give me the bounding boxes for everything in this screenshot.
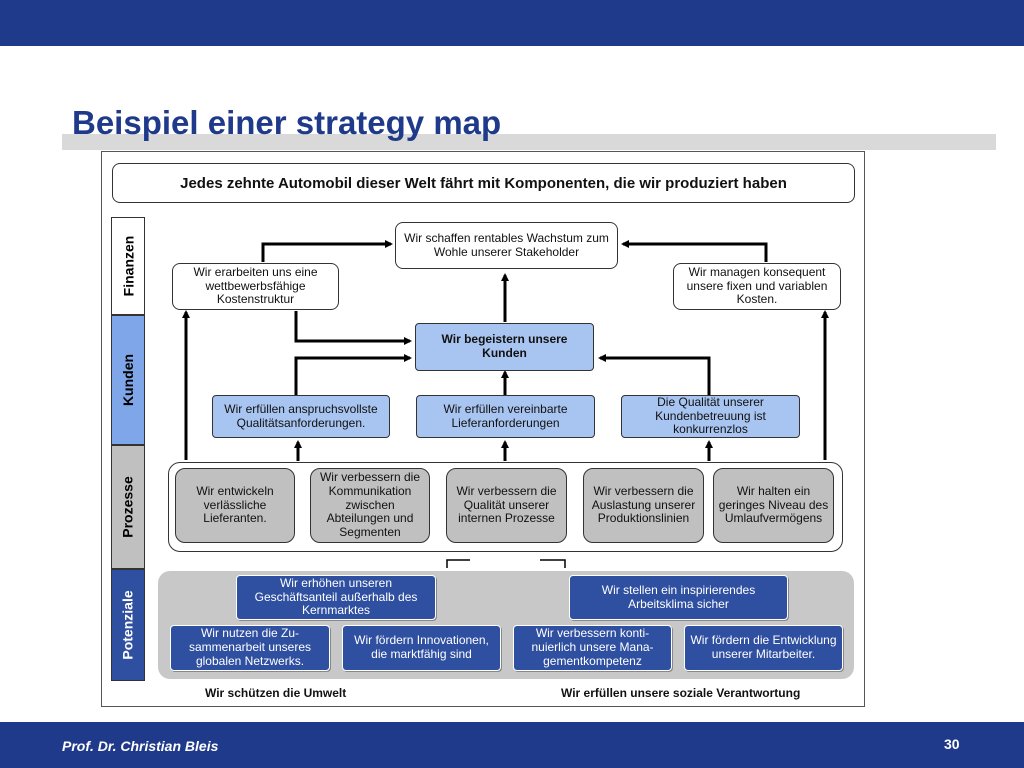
finance-goal-growth: Wir schaffen rentables Wachstum zum Wohl…: [395, 222, 618, 269]
mission-statement: Jedes zehnte Automobil dieser Welt fährt…: [112, 163, 855, 203]
finance-goal-cost-structure: Wir erarbeiten uns eine wettbewerbsfähig…: [172, 263, 339, 310]
potential-goal-work-climate: Wir stellen ein inspirierendes Arbeitskl…: [569, 575, 788, 620]
customer-goal-service: Die Qualität unserer Kundenbetreuung ist…: [621, 395, 800, 438]
process-goal-communication: Wir verbessern die Kommunikation zwische…: [310, 468, 430, 543]
process-goal-internal-quality: Wir verbessern die Qualität unserer inte…: [446, 468, 567, 543]
customer-goal-delight: Wir begeistern unsere Kunden: [415, 323, 594, 371]
footer-author: Prof. Dr. Christian Bleis: [62, 738, 219, 754]
potential-goal-market-share: Wir erhöhen unseren Geschäftsanteil auße…: [236, 575, 436, 620]
footer-bar: [0, 722, 1024, 768]
perspective-potenziale: Potenziale: [111, 569, 145, 681]
potential-goal-network: Wir nutzen die Zu-sammenarbeit unseres g…: [170, 625, 330, 671]
potential-goal-management: Wir verbessern konti-nuierlich unsere Ma…: [513, 625, 672, 671]
customer-goal-delivery: Wir erfüllen vereinbarte Lieferanforderu…: [416, 395, 595, 438]
customer-goal-quality: Wir erfüllen anspruchsvollste Qualitätsa…: [212, 395, 390, 438]
slide-title: Beispiel einer strategy map: [72, 104, 502, 141]
perspective-kunden: Kunden: [111, 315, 145, 445]
potential-goal-employees: Wir fördern die Entwicklung unserer Mita…: [684, 625, 843, 671]
title-underline: [62, 134, 996, 150]
process-goal-utilization: Wir verbessern die Auslastung unserer Pr…: [583, 468, 704, 543]
note-social-responsibility: Wir erfüllen unsere soziale Verantwortun…: [561, 686, 801, 700]
page-number: 30: [944, 736, 960, 752]
finance-goal-cost-management: Wir managen konsequent unsere fixen und …: [673, 263, 841, 310]
header-bar: [0, 0, 1024, 46]
process-goal-working-capital: Wir halten ein geringes Niveau des Umlau…: [713, 468, 834, 543]
perspective-finanzen: Finanzen: [111, 217, 145, 315]
perspective-prozesse: Prozesse: [111, 445, 145, 569]
potential-goal-innovation: Wir fördern Innovationen, die marktfähig…: [342, 625, 501, 671]
process-goal-suppliers: Wir entwickeln verlässliche Lieferanten.: [175, 468, 295, 543]
note-environment: Wir schützen die Umwelt: [205, 686, 347, 700]
